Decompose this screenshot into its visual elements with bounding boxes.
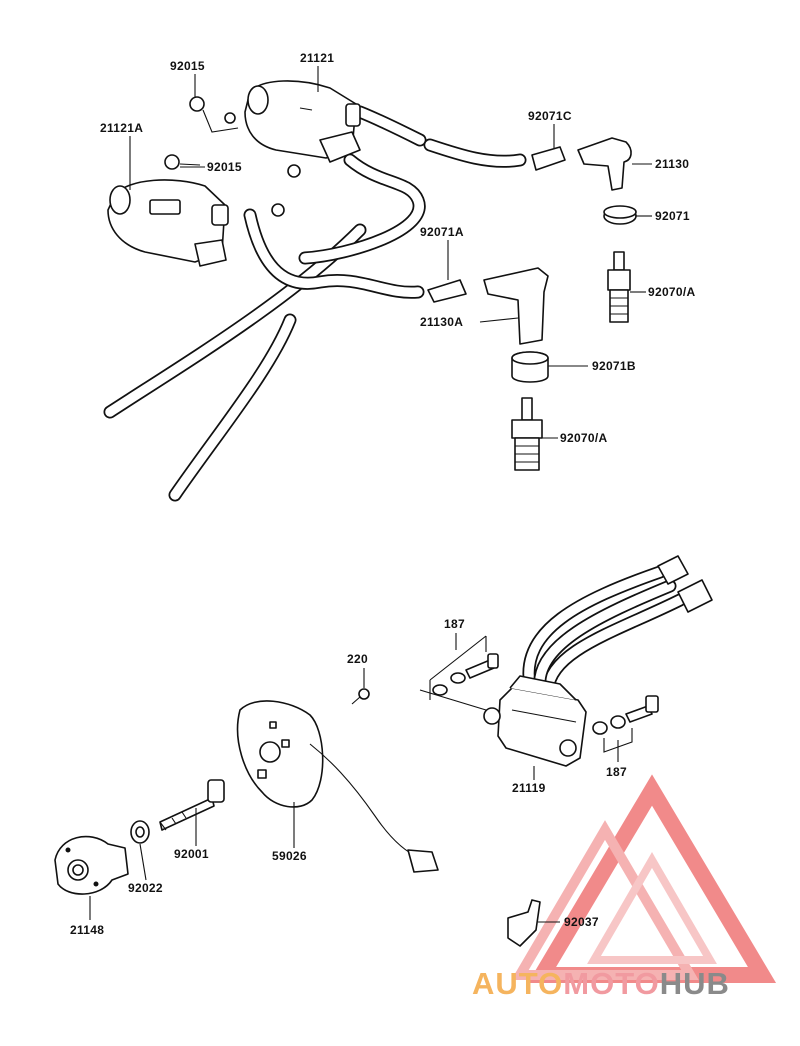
label-92001: 92001 — [174, 847, 209, 861]
clamp-92037 — [507, 899, 541, 947]
label-21119: 21119 — [512, 781, 546, 795]
cap-92071A — [427, 279, 467, 303]
hightension-wires — [103, 105, 527, 502]
label-92071B: 92071B — [592, 359, 636, 373]
ignition-coil-21121 — [224, 80, 361, 178]
label-92022: 92022 — [128, 881, 163, 895]
spark-plug-lower — [511, 397, 543, 471]
label-92070A-lower: 92070/A — [560, 431, 608, 445]
label-21148: 21148 — [70, 923, 104, 937]
plug-cap-21130A — [483, 267, 549, 345]
label-92070A-upper: 92070/A — [648, 285, 696, 299]
regulator-wiring — [522, 565, 687, 697]
spark-plug-upper — [607, 251, 631, 323]
label-59026: 59026 — [272, 849, 307, 863]
label-187-right: 187 — [606, 765, 627, 779]
connector-lower — [677, 579, 713, 613]
bolt-92001 — [159, 779, 225, 831]
pickup-plate-59026 — [236, 700, 439, 873]
screw-220 — [351, 688, 370, 705]
watermark-auto: AUTO — [472, 966, 563, 1001]
bolts-187-right — [592, 695, 659, 753]
ignition-coil-21121A — [107, 96, 285, 267]
leader-lines — [89, 66, 652, 923]
label-92071C: 92071C — [528, 109, 572, 123]
watermark-logo-graphic — [511, 774, 777, 983]
plug-cap-21130 — [577, 137, 632, 191]
watermark-hub: HUB — [660, 966, 730, 1001]
connector-upper — [657, 555, 689, 585]
label-92015-mid: 92015 — [207, 160, 242, 174]
regulator-21119 — [483, 675, 587, 767]
label-92071: 92071 — [655, 209, 690, 223]
label-220: 220 — [347, 652, 368, 666]
watermark-text: AUTOMOTOHUB — [472, 966, 730, 1001]
label-92015-top: 92015 — [170, 59, 205, 73]
label-92071A: 92071A — [420, 225, 464, 239]
bolts-187-left — [419, 635, 499, 711]
seal-92071 — [603, 205, 637, 225]
watermark-moto: MOTO — [563, 966, 659, 1001]
label-92037: 92037 — [564, 915, 599, 929]
cap-92071C — [531, 146, 566, 171]
label-21130: 21130 — [655, 157, 689, 171]
label-187-left: 187 — [444, 617, 465, 631]
label-21121A: 21121A — [100, 121, 143, 135]
seal-92071B — [511, 351, 549, 383]
rotor-21148 — [54, 835, 129, 895]
washer-92022 — [130, 820, 150, 844]
label-21130A: 21130A — [420, 315, 463, 329]
label-21121: 21121 — [300, 51, 334, 65]
